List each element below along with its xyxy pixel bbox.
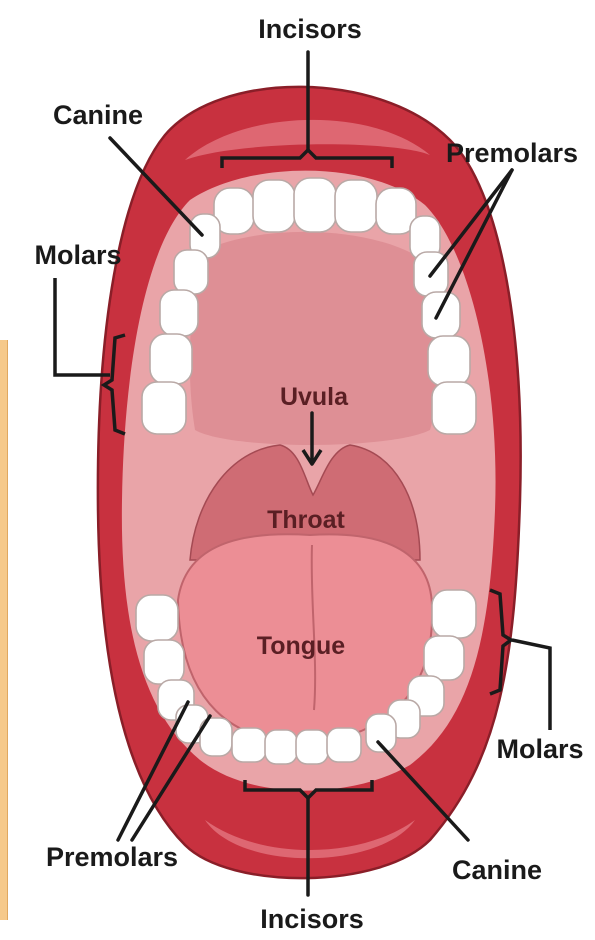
label-premolars-bottom: Premolars — [46, 842, 178, 872]
label-uvula: Uvula — [280, 383, 349, 411]
label-incisors-top: Incisors — [258, 14, 362, 44]
label-canine-top: Canine — [53, 100, 143, 130]
label-tongue: Tongue — [257, 632, 345, 660]
label-molars-top: Molars — [34, 240, 121, 270]
label-molars-bottom: Molars — [496, 734, 583, 764]
label-premolars-top: Premolars — [446, 138, 578, 168]
label-incisors-bottom: Incisors — [260, 904, 364, 934]
label-throat: Throat — [267, 506, 345, 534]
palate — [190, 232, 439, 445]
molars-bottom-line — [512, 640, 550, 730]
label-canine-bottom: Canine — [452, 855, 542, 885]
